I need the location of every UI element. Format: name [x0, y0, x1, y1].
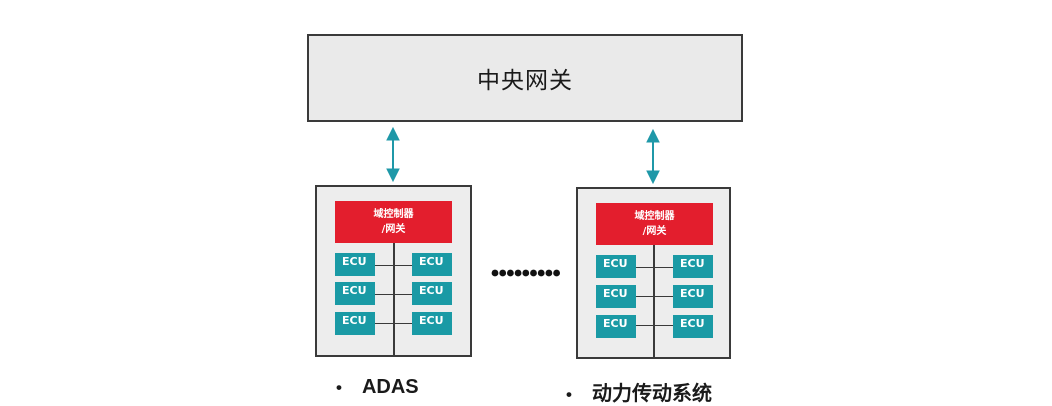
ecu-bus-line — [393, 243, 395, 355]
ecu-bus-line — [653, 245, 655, 357]
domain-box-powertrain: 域控制器 /网关 ECU ECU ECU ECU ECU ECU — [576, 187, 731, 359]
ecu-block: ECU — [596, 315, 636, 338]
central-gateway-box: 中央网关 — [307, 34, 743, 122]
domain-controller-gateway: 域控制器 /网关 — [335, 201, 452, 243]
ecu-block: ECU — [596, 255, 636, 278]
ecu-block: ECU — [335, 253, 375, 276]
central-gateway-title: 中央网关 — [477, 68, 573, 94]
ecu-block: ECU — [412, 312, 452, 335]
ecu-block: ECU — [673, 255, 713, 278]
arrow-gateway-domain-1 — [386, 126, 400, 183]
ecu-block: ECU — [335, 282, 375, 305]
ecu-link — [636, 267, 673, 268]
domain-label-powertrain: • 动力传动系统 — [566, 377, 712, 406]
controller-label-line-1: 域控制器 — [634, 211, 675, 222]
domain-label-text: 动力传动系统 — [591, 383, 712, 405]
ecu-link — [636, 325, 673, 326]
domain-label-text: ADAS — [361, 376, 419, 398]
ecu-link — [375, 265, 412, 266]
more-domains-ellipsis — [491, 269, 560, 277]
domain-label-adas: • ADAS — [336, 376, 419, 399]
ecu-block: ECU — [596, 285, 636, 308]
controller-label-line-2: /网关 — [642, 226, 667, 237]
controller-label-line-1: 域控制器 — [373, 209, 414, 220]
ecu-link — [375, 294, 412, 295]
domain-box-adas: 域控制器 /网关 ECU ECU ECU ECU ECU ECU — [315, 185, 472, 357]
ecu-link — [636, 296, 673, 297]
ecu-block: ECU — [412, 253, 452, 276]
ecu-block: ECU — [673, 315, 713, 338]
bullet-marker: • — [336, 378, 342, 397]
domain-controller-gateway: 域控制器 /网关 — [596, 203, 713, 245]
ecu-block: ECU — [412, 282, 452, 305]
controller-label-line-2: /网关 — [381, 224, 406, 235]
bullet-marker: • — [566, 385, 572, 404]
ecu-block: ECU — [335, 312, 375, 335]
ecu-link — [375, 323, 412, 324]
ecu-block: ECU — [673, 285, 713, 308]
arrow-gateway-domain-2 — [646, 128, 660, 185]
